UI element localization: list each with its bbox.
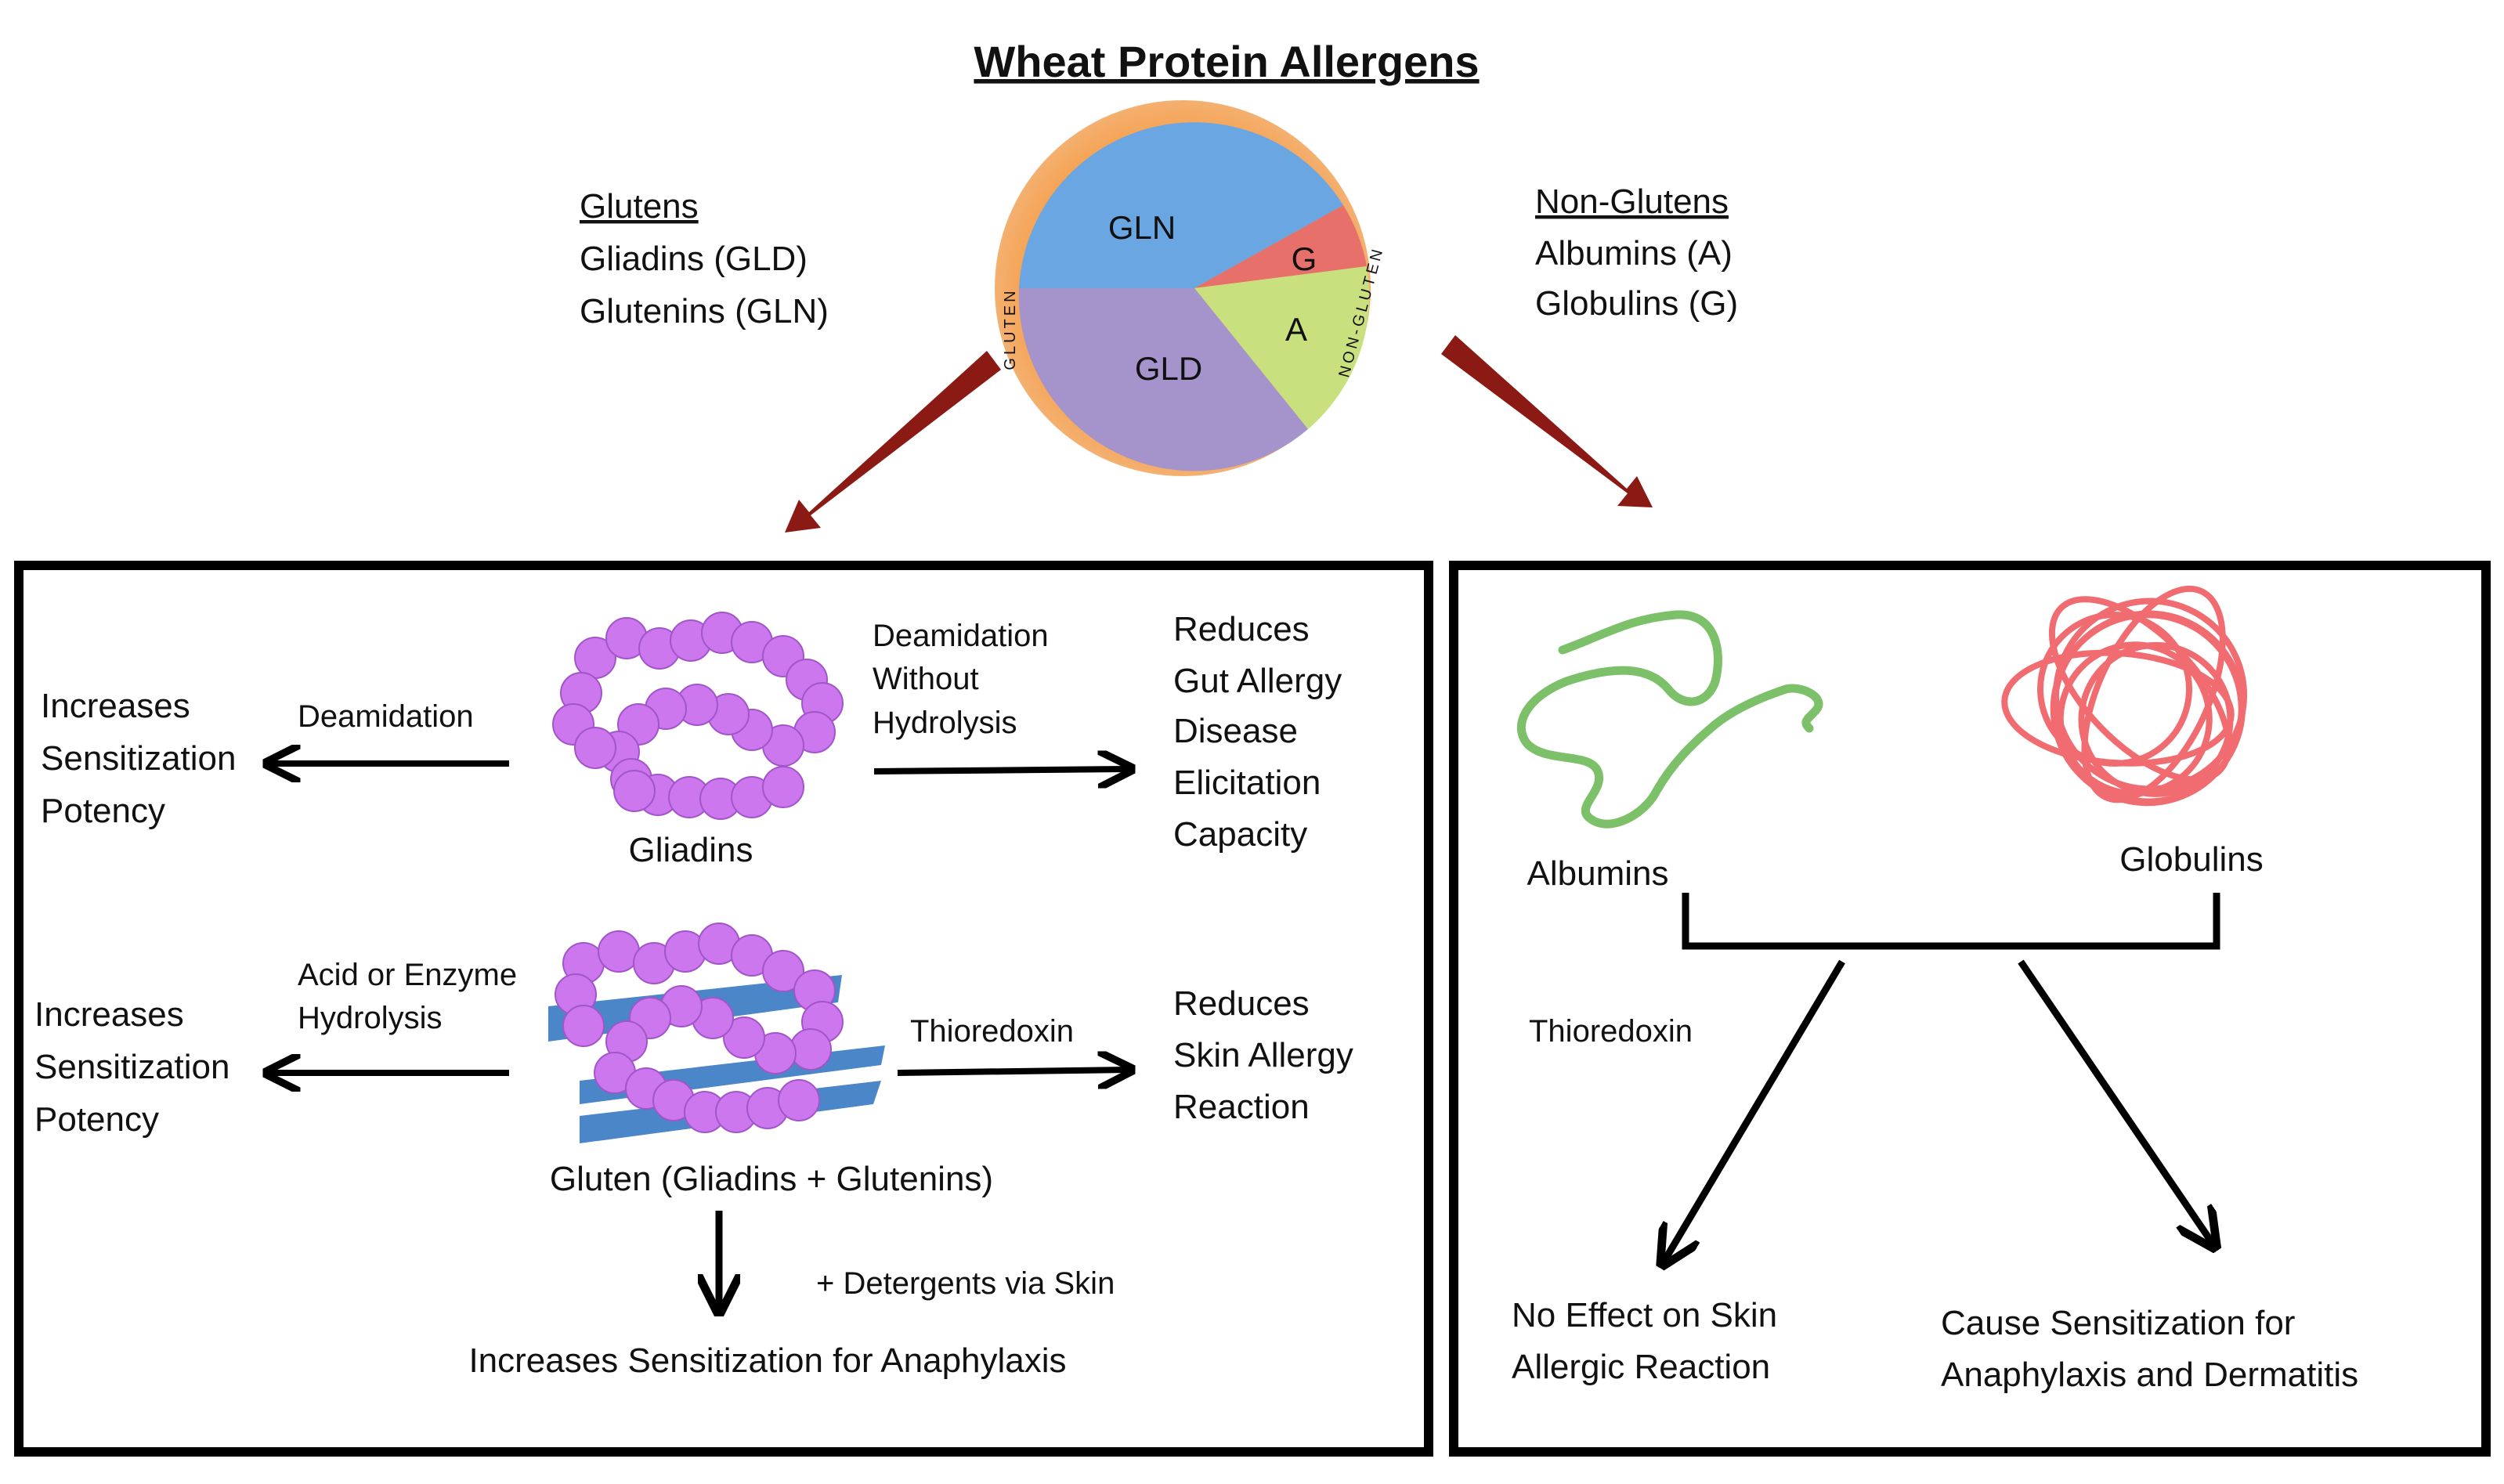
increases-1-line-1: Increases xyxy=(41,687,190,725)
thioredoxin-left-label: Thioredoxin xyxy=(910,1014,1074,1049)
red-arrow-left xyxy=(785,351,1001,533)
pie-slice-gln xyxy=(1019,122,1343,288)
increases-2-line-3: Potency xyxy=(34,1100,159,1139)
gluten-bead xyxy=(762,950,804,992)
reduces-skin-line-3: Reaction xyxy=(1173,1088,1310,1126)
gliadin-bead xyxy=(574,727,616,769)
reduces-gut-line-5: Capacity xyxy=(1173,815,1307,854)
increases-potency-1: Increases Sensitization Potency xyxy=(41,687,236,830)
red-arrow-right xyxy=(1441,335,1653,507)
cause-sensitization-text: Cause Sensitization for Anaphylaxis and … xyxy=(1941,1304,2358,1394)
pie-label-gld: GLD xyxy=(1135,350,1202,387)
dwh-line-3: Hydrolysis xyxy=(873,706,1017,740)
gluten-bead xyxy=(562,1005,605,1047)
cause-line-1: Cause Sensitization for xyxy=(1941,1304,2295,1342)
deamidation-label: Deamidation xyxy=(298,699,474,734)
reduces-skin-allergy: Reduces Skin Allergy Reaction xyxy=(1173,984,1353,1126)
reduces-skin-line-2: Skin Allergy xyxy=(1173,1036,1353,1074)
increases-potency-2: Increases Sensitization Potency xyxy=(34,995,229,1139)
arrow-to-no-effect xyxy=(1664,959,1845,1261)
non-glutens-heading: Non-Glutens xyxy=(1535,182,1729,221)
right-panel xyxy=(1449,561,2491,1457)
globulin-scribble xyxy=(2001,585,2248,807)
pie-label-a: A xyxy=(1285,311,1307,348)
pie-slice-gld xyxy=(1018,288,1308,471)
increases-1-line-3: Potency xyxy=(41,792,165,830)
globulin-loop xyxy=(2001,649,2235,767)
gluten-bead xyxy=(723,1016,765,1059)
globulins-label: Globulins xyxy=(2119,840,2263,879)
increases-1-line-2: Sensitization xyxy=(41,739,236,778)
pie-slice-g xyxy=(1194,205,1367,288)
gluten-bead xyxy=(790,1028,832,1071)
no-effect-line-2: Allergic Reaction xyxy=(1512,1348,1770,1386)
non-glutens-item-globulins: Globulins (G) xyxy=(1535,284,1738,323)
arrow-to-cause xyxy=(2018,959,2213,1244)
pie-label-gln: GLN xyxy=(1108,209,1176,246)
no-effect-line-1: No Effect on Skin xyxy=(1512,1296,1777,1334)
pie-label-g: G xyxy=(1292,240,1317,277)
gluten-bead xyxy=(778,1079,820,1121)
reduces-gut-line-2: Gut Allergy xyxy=(1173,662,1342,700)
glutens-item-gliadins: Gliadins (GLD) xyxy=(580,240,808,278)
reduces-gut-line-4: Elicitation xyxy=(1173,764,1321,802)
non-glutens-list: Non-Glutens Albumins (A) Globulins (G) xyxy=(1535,182,1738,323)
gliadin-bead xyxy=(613,770,656,812)
bracket xyxy=(1682,893,2220,950)
glutens-item-glutenins: Glutenins (GLN) xyxy=(580,292,829,330)
reduces-gut-allergy: Reduces Gut Allergy Disease Elicitation … xyxy=(1173,610,1342,854)
dwh-line-1: Deamidation xyxy=(873,619,1049,653)
deamidation-without-hydrolysis: Deamidation Without Hydrolysis xyxy=(873,619,1049,740)
albumins-label: Albumins xyxy=(1527,854,1669,893)
reduces-gut-line-1: Reduces xyxy=(1173,610,1310,648)
protein-pie: GLN G A GLD GLUTEN NON-GLUTEN xyxy=(995,100,1387,476)
arrow-thioredoxin-left xyxy=(897,1070,1128,1073)
dwh-line-2: Without xyxy=(873,662,979,696)
thioredoxin-right-label: Thioredoxin xyxy=(1529,1014,1693,1049)
globulin-loop xyxy=(2050,612,2245,807)
increases-2-line-2: Sensitization xyxy=(34,1048,229,1086)
globulin-loop xyxy=(2081,585,2226,803)
acid-enzyme-hydrolysis: Acid or Enzyme Hydrolysis xyxy=(298,958,517,1035)
reduces-gut-line-3: Disease xyxy=(1173,712,1298,750)
increases-2-line-1: Increases xyxy=(34,995,184,1034)
cause-line-2: Anaphylaxis and Dermatitis xyxy=(1941,1356,2358,1394)
albumin-squiggle xyxy=(1516,610,1823,829)
gliadin-bead xyxy=(762,766,804,808)
globulin-loop xyxy=(2057,641,2213,797)
glutens-heading: Glutens xyxy=(580,187,699,226)
gluten-label: Gluten (Gliadins + Glutenins) xyxy=(550,1160,993,1198)
pie-slice-a xyxy=(1194,266,1370,429)
glutens-list: Glutens Gliadins (GLD) Glutenins (GLN) xyxy=(580,187,829,330)
arrow-deamidation-without-hydrolysis xyxy=(873,769,1128,771)
acid-enzyme-line-2: Hydrolysis xyxy=(298,1001,442,1035)
diagram-title: Wheat Protein Allergens xyxy=(974,37,1479,86)
anaphylaxis-label: Increases Sensitization for Anaphylaxis xyxy=(468,1341,1066,1380)
detergents-label: + Detergents via Skin xyxy=(816,1266,1115,1301)
pie-ring-label-gluten: GLUTEN xyxy=(1002,287,1019,370)
gluten-beads xyxy=(555,923,844,1133)
no-effect-text: No Effect on Skin Allergic Reaction xyxy=(1512,1296,1777,1386)
reduces-skin-line-1: Reduces xyxy=(1173,984,1310,1023)
left-panel xyxy=(14,561,1433,1457)
non-glutens-item-albumins: Albumins (A) xyxy=(1535,234,1733,273)
acid-enzyme-line-1: Acid or Enzyme xyxy=(298,958,517,992)
gliadins-molecule xyxy=(552,612,844,820)
gluten-molecule xyxy=(548,923,885,1143)
gliadins-label: Gliadins xyxy=(629,831,753,869)
